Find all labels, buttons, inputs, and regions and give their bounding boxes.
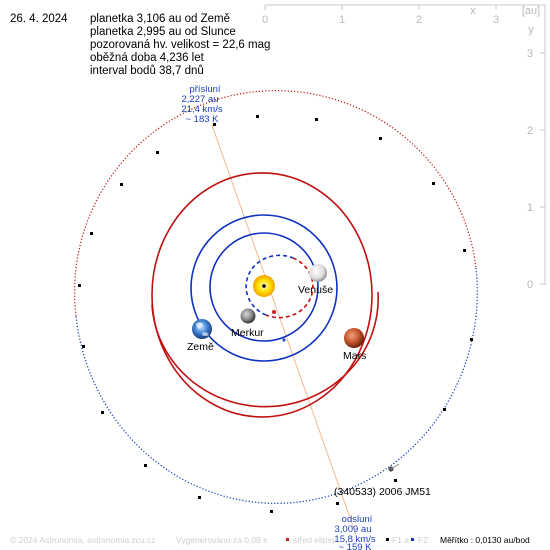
x-axis-mark: x <box>470 5 476 17</box>
mercury-orbit-below <box>245 254 294 316</box>
info-block: planetka 3,106 au od Země planetka 2,995… <box>90 13 270 78</box>
aphelion-temperature: ~ 159 K <box>338 542 372 550</box>
venus-orbit <box>209 232 319 342</box>
ellipse-center-legend-icon <box>286 538 289 541</box>
top-scale-tick-2: 2 <box>416 14 422 26</box>
info-line-period: oběžná doba 4,236 let <box>90 52 204 64</box>
orbit-period-points <box>78 115 473 513</box>
scale-text: Měřítko : 0,0130 au/bod <box>440 535 530 545</box>
unit-label: [au] <box>522 5 540 17</box>
generated-text: Vygenerováno za 0,09 s <box>176 535 267 545</box>
mars-label: Mars <box>343 350 366 362</box>
perihelion-speed: 21,4 km/s <box>181 104 222 115</box>
aphelion-speed: 15,8 km/s <box>334 534 375 545</box>
f1-legend-icon <box>386 538 389 541</box>
right-scale-tick-3: 3 <box>527 48 533 60</box>
asteroid-label: (340533) 2006 JM51 <box>334 486 431 498</box>
date-label: 26. 4. 2024 <box>10 13 68 25</box>
top-scale: 0 1 2 3 x [au] <box>262 4 545 26</box>
mercury-icon <box>240 308 256 324</box>
perihelion-temperature: ~ 183 K <box>185 114 219 125</box>
right-scale-tick-2: 2 <box>527 125 533 137</box>
copyright-text: © 2024 Astronomia, astronomia.zcu.cz <box>10 535 156 545</box>
f2-legend-icon <box>411 538 414 541</box>
right-scale: 3 2 1 0 y <box>527 5 546 291</box>
earth-label: Země <box>187 341 214 353</box>
info-line-earth-distance: planetka 3,106 au od Země <box>90 13 231 25</box>
aphelion-title: odsluní <box>342 514 373 525</box>
earth-orbit <box>190 214 338 362</box>
asteroid-icon <box>388 463 400 472</box>
footer: © 2024 Astronomia, astronomia.zcu.cz Vyg… <box>10 535 530 545</box>
perihelion-title: přísluní <box>189 84 221 95</box>
apsis-line <box>211 124 357 536</box>
f1-legend: F1 a <box>392 535 409 545</box>
aphelion-distance: 3,009 au <box>335 524 372 535</box>
aphelion-info: odsluní 3,009 au 15,8 km/s ~ 159 K <box>334 514 375 550</box>
top-scale-tick-0: 0 <box>262 14 268 26</box>
right-scale-tick-0: 0 <box>527 279 533 291</box>
mars-icon <box>344 328 364 348</box>
venus-icon <box>309 264 327 282</box>
right-scale-tick-1: 1 <box>527 202 533 214</box>
top-scale-tick-3: 3 <box>493 14 499 26</box>
y-axis-mark: y <box>528 24 534 36</box>
sun-icon <box>253 275 275 297</box>
top-scale-tick-1: 1 <box>339 14 345 26</box>
mercury-label: Merkur <box>231 327 264 339</box>
ellipse-center-legend: střed elipsy <box>293 535 337 545</box>
perihelion-distance: 2,227 au <box>182 94 219 105</box>
ellipse-center-marker <box>282 338 286 342</box>
asteroid-orbit-below <box>75 267 478 504</box>
asteroid-orbit-above <box>73 89 477 317</box>
info-line-sun-distance: planetka 2,995 au od Slunce <box>90 26 236 38</box>
info-line-magnitude: pozorovaná hv. velikost = 22,6 mag <box>90 39 271 51</box>
perihelion-info: přísluní 2,227 au 21,4 km/s ~ 183 K <box>181 84 222 125</box>
info-line-interval: interval bodů 38,7 dnů <box>90 65 204 77</box>
earth-icon <box>192 319 212 339</box>
mars-orbit-lower <box>151 291 379 408</box>
venus-label: Venuše <box>298 284 333 296</box>
mercury-orbit-above <box>265 257 314 319</box>
f2-legend: F2 <box>418 535 428 545</box>
mars-orbit-upper <box>151 172 373 418</box>
focus-marker <box>272 310 276 314</box>
